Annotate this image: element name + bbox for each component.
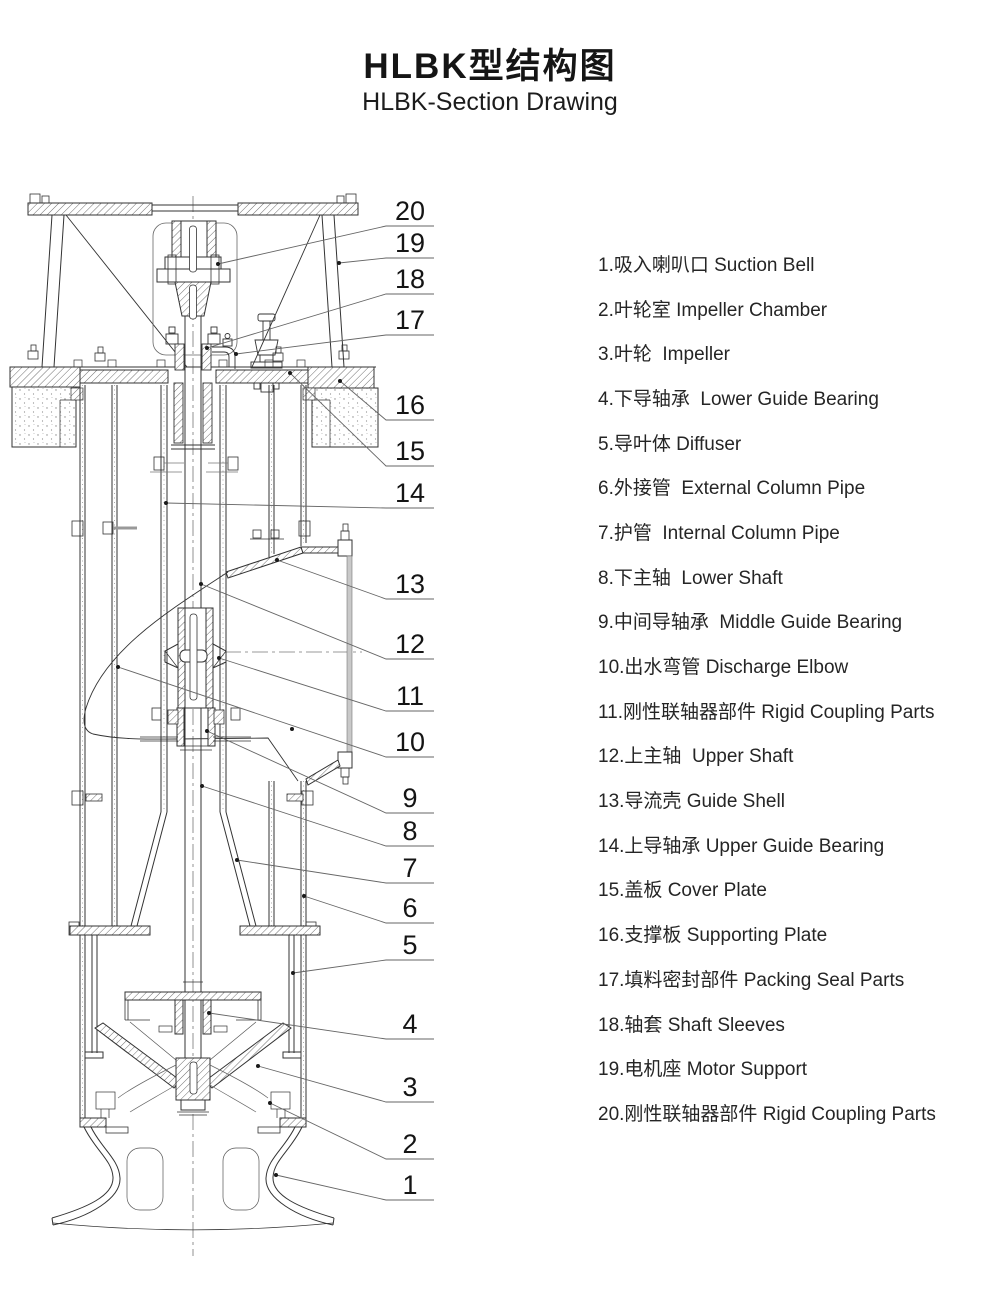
callout-number: 1 [402, 1170, 417, 1200]
foundation-blocks [11, 386, 379, 448]
callout-number: 6 [402, 893, 417, 923]
leader-lines [116, 225, 434, 1201]
parts-list-item: 5.导叶体 Diffuser [598, 433, 742, 455]
callout-number: 15 [395, 436, 425, 466]
parts-list-item: 16.支撑板 Supporting Plate [598, 925, 828, 947]
parts-list-item: 9.中间导轴承 Middle Guide Bearing [598, 612, 903, 634]
callout-number: 19 [395, 228, 425, 258]
page-title: HLBK型结构图 [363, 47, 617, 86]
callout-number: 16 [395, 390, 425, 420]
packing-seal [165, 313, 283, 450]
parts-list-item: 7.护管 Internal Column Pipe [598, 522, 840, 544]
callout-number: 5 [402, 930, 417, 960]
callout-number: 8 [402, 816, 417, 846]
top-rigid-coupling [156, 220, 231, 320]
parts-list-item: 19.电机座 Motor Support [598, 1059, 808, 1081]
parts-list-item: 11.刚性联轴器部件 Rigid Coupling Parts [598, 701, 935, 723]
parts-list-item: 6.外接管 External Column Pipe [598, 478, 866, 500]
lubricator [250, 313, 283, 393]
parts-list-item: 2.叶轮室 Impeller Chamber [598, 299, 828, 321]
page-subtitle: HLBK-Section Drawing [362, 88, 618, 116]
parts-list-item: 12.上主轴 Upper Shaft [598, 746, 794, 768]
callout-number: 11 [396, 681, 424, 711]
callout-number: 17 [395, 305, 425, 335]
suction-bell [51, 1117, 335, 1231]
parts-list: 1.吸入喇叭口 Suction Bell 2.叶轮室 Impeller Cham… [598, 241, 978, 1135]
middle-coupling [140, 607, 251, 751]
callout-number: 2 [402, 1129, 417, 1159]
callout-number: 18 [395, 264, 425, 294]
callout-number: 10 [395, 727, 425, 757]
callout-number: 13 [395, 569, 425, 599]
parts-list-item: 17.填料密封部件 Packing Seal Parts [598, 969, 905, 991]
leader-dots [116, 261, 342, 1177]
anchor-bolts [27, 344, 350, 362]
parts-list-item: 1.吸入喇叭口 Suction Bell [598, 254, 815, 276]
callout-number: 4 [402, 1009, 417, 1039]
callout-number: 9 [402, 783, 417, 813]
centerline [192, 196, 362, 1256]
supporting-plate [9, 344, 376, 401]
motor-support [27, 193, 359, 368]
parts-list-item: 3.叶轮 Impeller [598, 344, 730, 366]
parts-list-item: 18.轴套 Shaft Sleeves [598, 1014, 785, 1036]
callout-number: 3 [402, 1072, 417, 1102]
parts-list-item: 4.下导轴承 Lower Guide Bearing [598, 388, 879, 410]
callout-number: 20 [395, 196, 425, 226]
parts-list-item: 13.导流壳 Guide Shell [598, 791, 785, 813]
column-pipes [68, 385, 321, 1118]
parts-list-item: 14.上导轴承 Upper Guide Bearing [598, 835, 885, 857]
callout-number: 7 [402, 853, 417, 883]
parts-list-item: 10.出水弯管 Discharge Elbow [598, 657, 849, 679]
discharge-elbow [83, 523, 353, 786]
pump-bowl [94, 991, 292, 1118]
parts-list-item: 8.下主轴 Lower Shaft [598, 567, 783, 589]
callout-number: 14 [395, 478, 425, 508]
callout-number: 12 [395, 629, 425, 659]
parts-list-item: 20.刚性联轴器部件 Rigid Coupling Parts [598, 1103, 936, 1125]
callout-numbers: 20 19 18 17 16 15 14 13 12 11 10 9 8 7 6… [395, 196, 425, 1200]
pipe-joint-bolts [68, 456, 317, 936]
parts-list-item: 15.盖板 Cover Plate [598, 880, 767, 902]
